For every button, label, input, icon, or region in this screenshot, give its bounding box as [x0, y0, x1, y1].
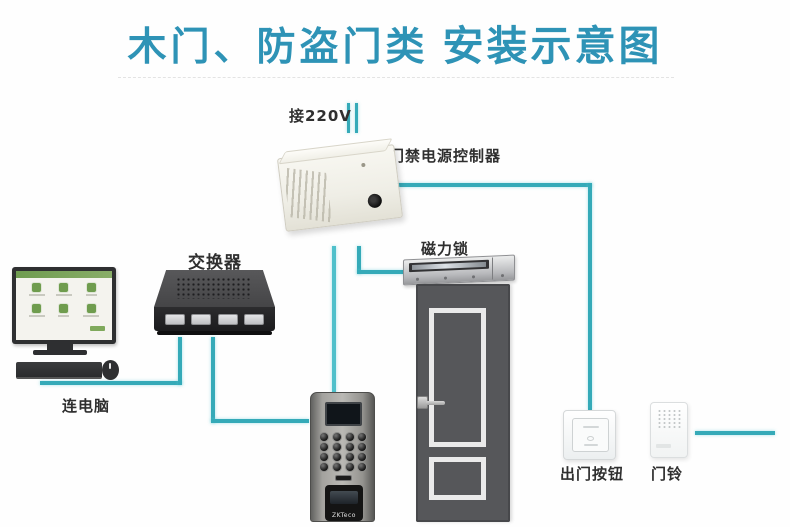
label-computer: 连电脑 [62, 397, 111, 415]
title-emphasis: 安装示意图 [442, 22, 663, 70]
wire-switch-to-reader-horizontal [211, 419, 309, 423]
network-switch [154, 270, 275, 336]
maglock-screw [416, 277, 419, 281]
label-power-controller: 门禁电源控制器 [389, 147, 502, 165]
label-maglock: 磁力锁 [421, 240, 470, 258]
keypad-key [320, 443, 328, 451]
label-doorbell: 门铃 [651, 465, 684, 483]
switch-front-panel [154, 307, 275, 331]
monitor-stand-neck [47, 344, 73, 352]
keypad-key [332, 453, 341, 461]
wire-controller-to-exit-vertical [588, 183, 592, 410]
power-controller-top-face [278, 138, 393, 165]
keypad-key [332, 463, 341, 471]
brand-logo: ZKTeco [332, 512, 356, 519]
wire-220v-plug-left [347, 103, 350, 133]
wire-controller-to-lock-horizontal [357, 270, 408, 274]
software-app-icon [25, 304, 48, 317]
door-upper-panel [429, 308, 486, 447]
keypad-key [345, 453, 354, 461]
software-app-icon [80, 283, 103, 296]
fingerprint-scanner: ZKTeco [325, 485, 363, 521]
label-switch: 交换器 [188, 253, 242, 273]
software-app-icon [25, 283, 48, 296]
power-controller-led [361, 162, 366, 168]
keypad-key [332, 433, 341, 441]
door-handle-lever [426, 401, 445, 405]
monitor [12, 267, 116, 344]
exit-button-engraving [584, 444, 598, 446]
reader-function-button [335, 475, 352, 481]
wire-doorbell [695, 431, 775, 435]
maglock-armature-plate [412, 261, 486, 271]
fingerprint-window [330, 491, 358, 504]
keypad-key [345, 443, 354, 451]
switch-vent-dots [176, 277, 252, 299]
switch-port [164, 313, 185, 325]
keypad-key [358, 463, 367, 471]
keypad-key [345, 463, 354, 471]
page-title: 木门、防盗门类安装示意图 [0, 12, 790, 72]
switch-base-shadow [157, 331, 272, 335]
reader-display [325, 402, 362, 426]
mouse [102, 360, 119, 380]
maglock-screw [444, 276, 447, 280]
keypad-key [358, 453, 367, 461]
maglock-channel [409, 259, 489, 273]
title-category: 木门、防盗门类 [127, 25, 429, 70]
exit-button [563, 410, 616, 460]
maglock-screw [472, 275, 475, 279]
keypad-key [320, 463, 328, 471]
exit-button-face [572, 418, 609, 452]
wire-controller-to-exit-horizontal [372, 183, 592, 187]
label-exit-button: 出门按钮 [560, 465, 625, 483]
power-controller-vents [283, 167, 333, 223]
power-controller-cable-hole [367, 193, 383, 209]
keypad-key [358, 443, 367, 451]
wire-controller-to-reader [332, 246, 336, 394]
maglock-seam [492, 257, 493, 280]
keypad-key [358, 433, 367, 441]
doorbell [650, 402, 688, 458]
wire-computer-to-switch-vertical [178, 337, 182, 385]
doorbell-label-strip [656, 444, 671, 448]
keyboard [16, 362, 102, 379]
exit-button-symbol [587, 436, 594, 441]
software-button [90, 326, 105, 331]
wire-controller-to-lock-vertical [357, 246, 361, 274]
keypad-key [320, 453, 328, 461]
reader-keypad [320, 433, 368, 471]
maglock-screw [501, 274, 504, 278]
software-app-icon [52, 304, 75, 317]
switch-port [244, 313, 265, 325]
switch-top-face [154, 270, 275, 307]
doorbell-speaker-holes [657, 409, 681, 430]
monitor-stand-base [33, 350, 87, 355]
magnetic-lock [403, 254, 515, 286]
power-controller [276, 138, 404, 232]
keypad-key [332, 443, 341, 451]
switch-port [217, 313, 238, 325]
door-lower-panel [429, 457, 486, 500]
keypad-key [320, 433, 328, 441]
exit-button-engraving [583, 426, 599, 428]
monitor-screen [16, 271, 112, 340]
software-titlebar [16, 271, 112, 278]
software-icon-grid [16, 278, 112, 317]
wire-switch-to-reader-vertical [211, 337, 215, 423]
fingerprint-reader: ZKTeco [310, 392, 375, 522]
wire-computer-to-switch-horizontal [40, 381, 182, 385]
software-app-icon [52, 283, 75, 296]
title-divider [118, 77, 674, 78]
switch-port [191, 313, 212, 325]
software-app-icon [80, 304, 103, 317]
door [416, 284, 510, 522]
keypad-key [345, 433, 354, 441]
label-220v: 接220V [289, 107, 352, 125]
wire-220v-plug-right [355, 103, 358, 133]
